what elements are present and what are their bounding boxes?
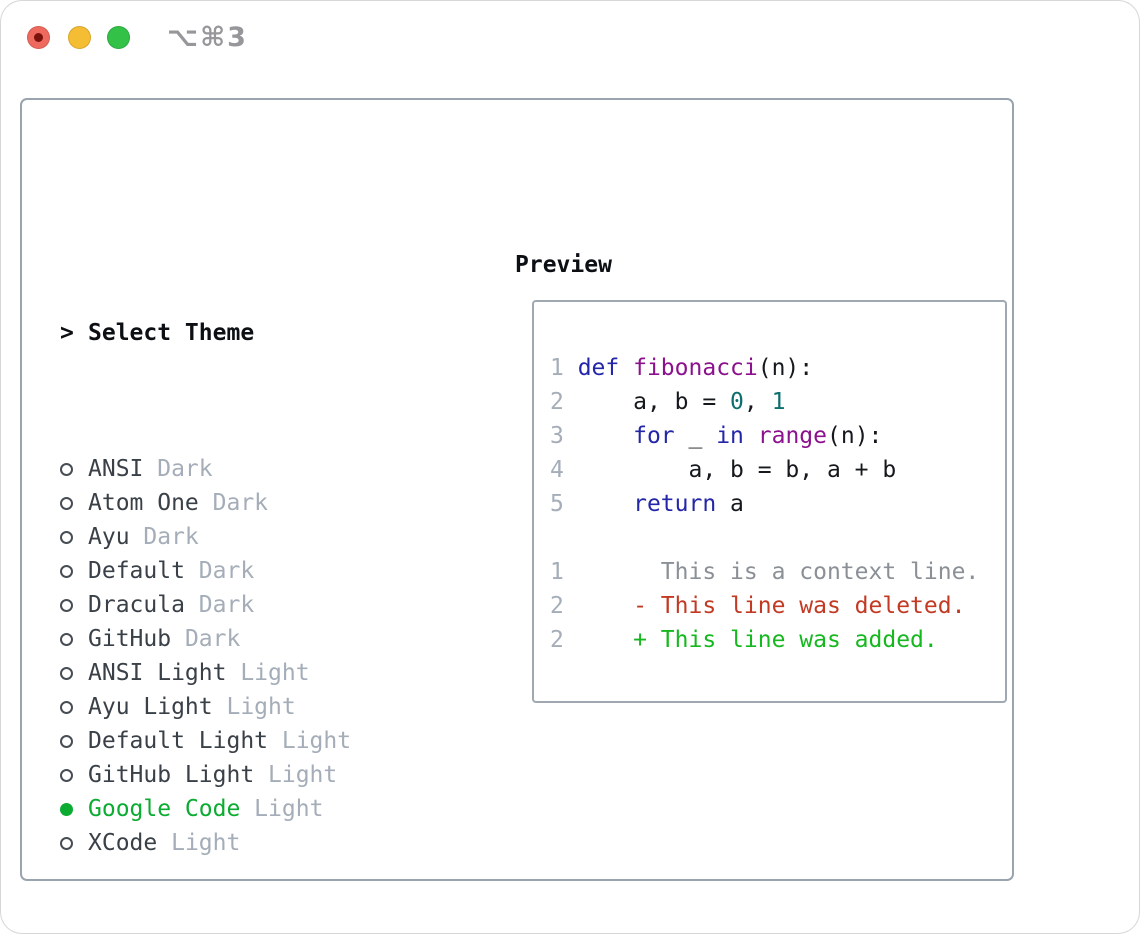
radio-icon: [60, 462, 88, 476]
radio-icon: [60, 700, 88, 714]
option-variant-label: Dark: [184, 592, 255, 618]
option-label: XCode: [88, 830, 158, 856]
option-variant-label: Light: [254, 762, 338, 788]
code-line: [550, 521, 1005, 555]
option-variant-label: Dark: [143, 456, 213, 482]
option-label: ANSI: [88, 456, 144, 482]
theme-option-google-code[interactable]: Google Code Light: [60, 792, 448, 826]
theme-option-ansi-light[interactable]: ANSI Light Light: [60, 656, 448, 690]
code-line: 2 - This line was deleted.: [550, 593, 966, 619]
theme-option-default-light[interactable]: Default Light Light: [60, 724, 448, 758]
radio-icon: [60, 768, 88, 782]
radio-icon: [60, 836, 88, 850]
option-label: GitHub: [88, 626, 172, 652]
radio-icon: [60, 598, 88, 612]
theme-option-ayu[interactable]: Ayu Dark: [60, 520, 448, 554]
theme-option-ansi[interactable]: ANSI Dark: [60, 452, 448, 486]
theme-option-xcode[interactable]: XCode Light: [60, 826, 448, 860]
preview-code: 1 def fibonacci(n): 2 a, b = 0, 1 3 for _ …: [550, 351, 1005, 657]
option-label: Google Code: [88, 796, 241, 822]
option-variant-label: Light: [212, 694, 296, 720]
theme-option-ayu-light[interactable]: Ayu Light Light: [60, 690, 448, 724]
option-variant-label: Light: [226, 660, 310, 686]
option-label: Ayu: [88, 524, 130, 550]
code-line: 5 return a: [550, 491, 744, 517]
theme-option-atom-one[interactable]: Atom One Dark: [60, 486, 448, 520]
code-line: 2 a, b = 0, 1: [550, 389, 786, 415]
select-theme-title: Select Theme: [88, 320, 255, 346]
preview-box: 1 def fibonacci(n): 2 a, b = 0, 1 3 for _ …: [532, 300, 1007, 703]
focus-prompt-icon: >: [60, 320, 74, 346]
radio-icon: [60, 530, 88, 544]
theme-option-dracula[interactable]: Dracula Dark: [60, 588, 448, 622]
code-line: 4 a, b = b, a + b: [550, 457, 897, 483]
code-line: 2 + This line was added.: [550, 627, 938, 653]
option-variant-label: Dark: [198, 490, 269, 516]
code-line: 1 def fibonacci(n):: [550, 355, 814, 381]
option-label: Ayu Light: [88, 694, 213, 720]
theme-option-github[interactable]: GitHub Dark: [60, 622, 448, 656]
radio-icon: [60, 564, 88, 578]
window-title: ⌥⌘3: [167, 22, 248, 53]
option-variant-label: Dark: [171, 626, 241, 652]
theme-option-default[interactable]: Default Dark: [60, 554, 448, 588]
theme-option-github-light[interactable]: GitHub Light Light: [60, 758, 448, 792]
minimize-button-icon[interactable]: [68, 26, 91, 49]
radio-selected-icon: [60, 802, 88, 816]
option-label: Default Light: [88, 728, 269, 754]
radio-icon: [60, 496, 88, 510]
select-theme-header: > Select Theme: [60, 316, 448, 350]
option-variant-label: Light: [240, 796, 324, 822]
option-label: ANSI Light: [88, 660, 227, 686]
code-line: 3 for _ in range(n):: [550, 423, 883, 449]
zoom-button-icon[interactable]: [107, 26, 130, 49]
option-label: Atom One: [88, 490, 199, 516]
option-label: Default: [88, 558, 185, 584]
window-titlebar: ⌥⌘3: [0, 0, 1140, 75]
code-line: 1 This is a context line.: [550, 559, 980, 585]
radio-icon: [60, 632, 88, 646]
option-label: GitHub Light: [88, 762, 255, 788]
option-variant-label: Light: [157, 830, 241, 856]
option-label: Dracula: [88, 592, 185, 618]
option-variant-label: Light: [268, 728, 352, 754]
option-variant-label: Dark: [184, 558, 255, 584]
close-button-icon[interactable]: [27, 26, 50, 49]
option-variant-label: Dark: [129, 524, 199, 550]
radio-icon: [60, 734, 88, 748]
radio-icon: [60, 666, 88, 680]
preview-title: Preview: [515, 252, 612, 278]
